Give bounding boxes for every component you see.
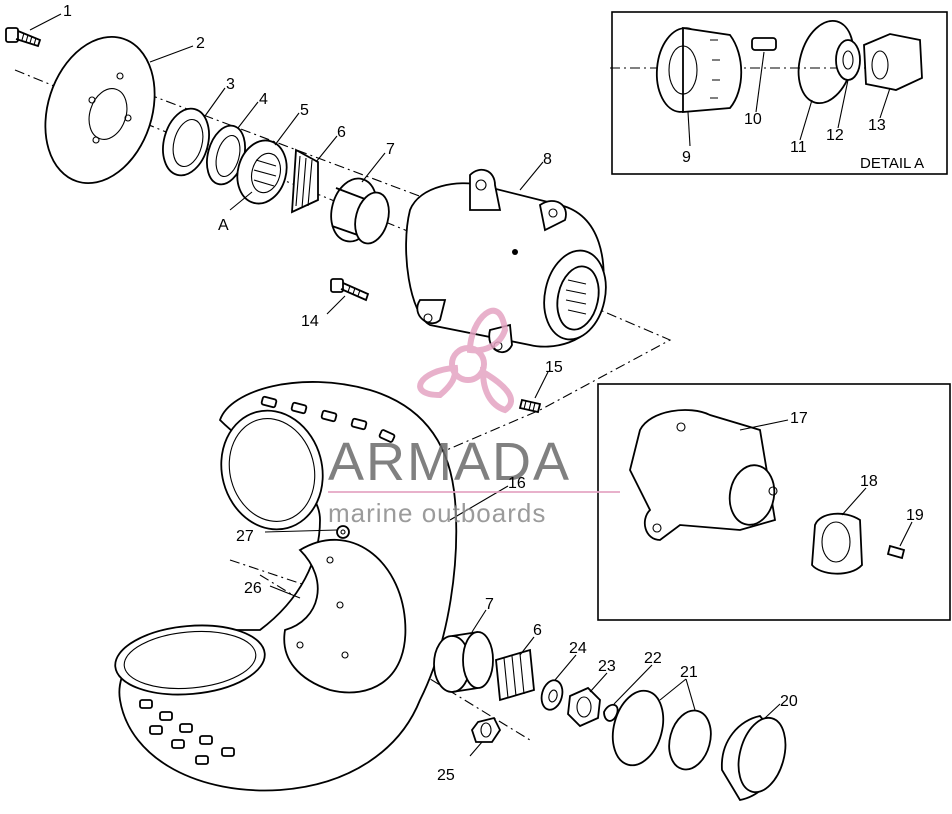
callout-27: 27 bbox=[236, 528, 254, 545]
part-3-seal bbox=[162, 107, 210, 177]
watermark-tagline: marine outboards bbox=[328, 498, 546, 528]
leader-lines bbox=[29, 13, 913, 757]
part-23-castle-nut bbox=[567, 686, 601, 728]
callout-A: A bbox=[218, 217, 229, 234]
callout-6-lower: 6 bbox=[533, 622, 542, 639]
part-25-lug-nut bbox=[470, 716, 502, 743]
detail-a-caption: DETAIL A bbox=[860, 155, 924, 172]
callout-9: 9 bbox=[682, 149, 691, 166]
part-13-cap-nut bbox=[863, 33, 923, 91]
callout-19: 19 bbox=[906, 507, 924, 524]
callout-25: 25 bbox=[437, 767, 455, 784]
part-19-screw bbox=[886, 544, 906, 560]
propeller-logo-icon bbox=[417, 307, 514, 414]
tire-tread-blocks bbox=[139, 395, 396, 765]
watermark-logo: ARMADA marine outboards bbox=[328, 307, 620, 528]
part-27-valve bbox=[336, 525, 350, 539]
callout-2: 2 bbox=[196, 35, 205, 52]
part-14-bolt bbox=[330, 278, 370, 302]
part-26-wheel-rim bbox=[283, 538, 407, 694]
callout-4: 4 bbox=[259, 91, 268, 108]
part-5-bearing-carrier bbox=[236, 139, 288, 205]
callout-26: 26 bbox=[244, 580, 262, 597]
callout-24: 24 bbox=[569, 640, 587, 657]
callout-6-upper: 6 bbox=[337, 124, 346, 141]
callout-7-lower: 7 bbox=[485, 596, 494, 613]
watermark-brand: ARMADA bbox=[328, 432, 571, 492]
part-15-stud bbox=[518, 398, 542, 414]
part-1-bolt bbox=[5, 27, 42, 48]
callout-8: 8 bbox=[543, 151, 552, 168]
part-6-bearing-lower bbox=[495, 648, 535, 702]
callout-22: 22 bbox=[644, 650, 662, 667]
callout-5: 5 bbox=[300, 102, 309, 119]
callout-17: 17 bbox=[790, 410, 808, 427]
part-9-housing bbox=[655, 26, 743, 113]
callout-11: 11 bbox=[790, 139, 807, 156]
part-4-ring bbox=[206, 124, 246, 186]
spindle-detail-panel bbox=[597, 383, 951, 621]
part-21-o-rings bbox=[611, 689, 712, 771]
part-6-bearing-upper bbox=[291, 148, 319, 214]
callout-16: 16 bbox=[508, 475, 526, 492]
callout-15: 15 bbox=[545, 359, 563, 376]
callout-1: 1 bbox=[63, 3, 72, 20]
callout-3: 3 bbox=[226, 76, 235, 93]
part-8-hub bbox=[405, 168, 607, 354]
part-17-spindle-housing bbox=[629, 409, 778, 541]
part-12-washer bbox=[835, 39, 861, 81]
callout-23: 23 bbox=[598, 658, 616, 675]
part-20-hub-cap bbox=[721, 715, 787, 802]
callout-10: 10 bbox=[744, 111, 762, 128]
callout-13: 13 bbox=[868, 117, 886, 134]
callout-7-upper: 7 bbox=[386, 141, 395, 158]
detail-a-panel bbox=[611, 11, 948, 175]
part-10-pin bbox=[751, 37, 777, 51]
callout-labels: 1 2 3 4 5 6 7 8 A 9 10 11 12 13 14 15 16… bbox=[63, 3, 924, 784]
callout-21: 21 bbox=[680, 664, 698, 681]
part-24-washer bbox=[540, 679, 564, 711]
part-2-brake-disc bbox=[44, 35, 156, 185]
part-7-race-upper bbox=[330, 177, 390, 245]
part-18-cap bbox=[811, 512, 863, 575]
callout-14: 14 bbox=[301, 313, 319, 330]
callout-18: 18 bbox=[860, 473, 878, 490]
callout-12: 12 bbox=[826, 127, 844, 144]
callout-20: 20 bbox=[780, 693, 798, 710]
part-7-race-lower bbox=[433, 631, 494, 693]
